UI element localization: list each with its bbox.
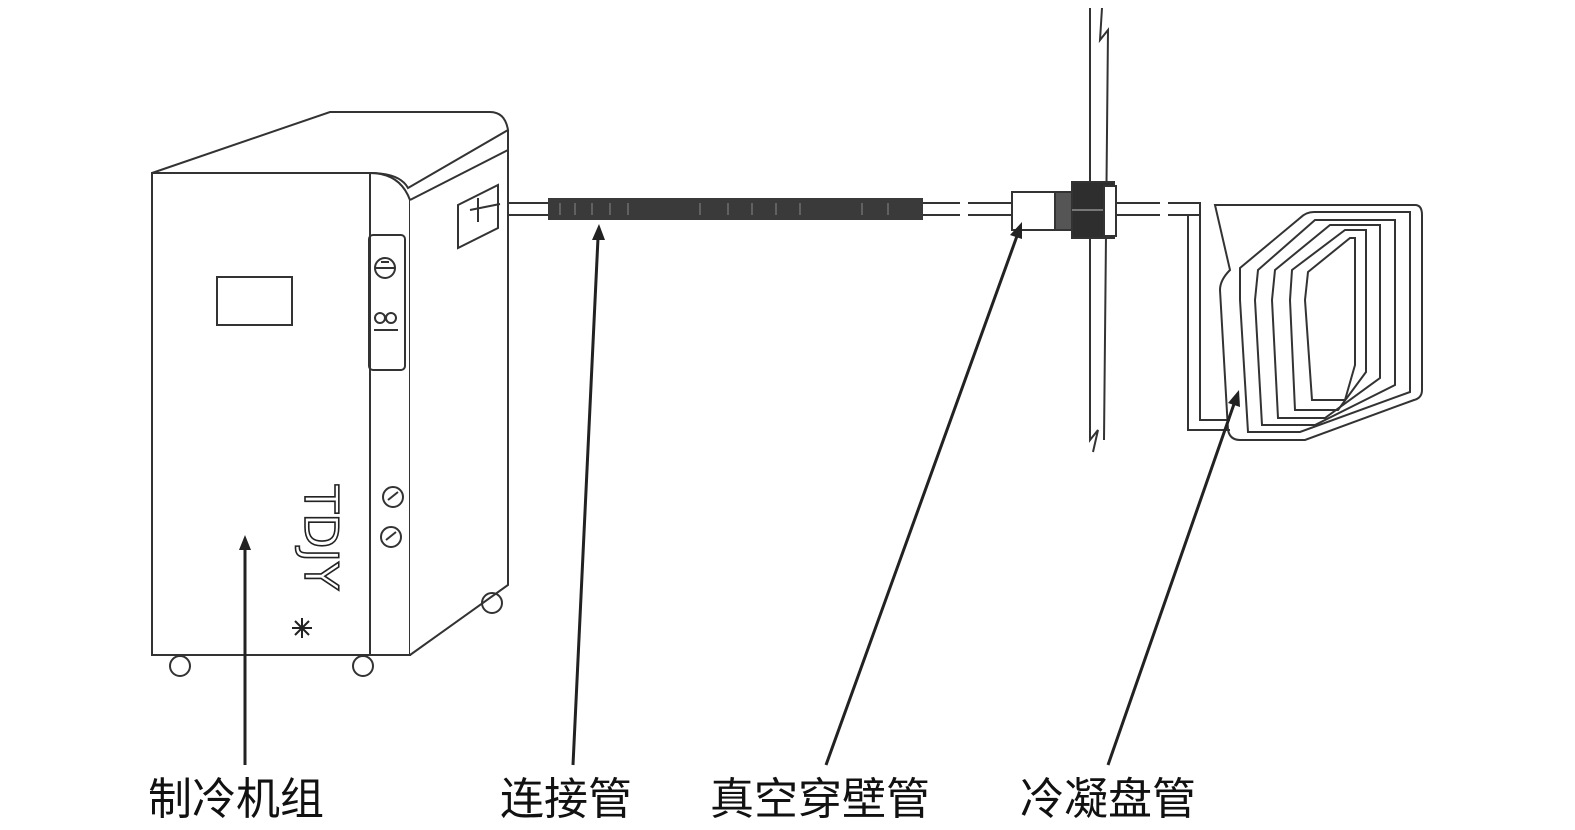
pressure-gauge-1 bbox=[382, 486, 404, 508]
arrow-condensing-coil bbox=[1106, 390, 1240, 766]
outlet-port bbox=[457, 183, 499, 250]
label-connecting-pipe: 连接管 bbox=[500, 774, 632, 825]
connecting-pipe bbox=[508, 198, 1012, 220]
cabinet-front bbox=[151, 172, 371, 656]
cabinet-right-panel bbox=[409, 148, 509, 656]
insulated-pipe-section bbox=[548, 198, 923, 220]
label-refrigeration-unit: 制冷机组 bbox=[148, 774, 324, 825]
wheel-front-left bbox=[169, 655, 191, 677]
arrow-vacuum-wall-pipe bbox=[824, 222, 1022, 766]
wall-pipe-sleeve bbox=[1011, 191, 1058, 231]
wheel-back-right bbox=[481, 592, 503, 614]
label-condensing-coil: 冷凝盘管 bbox=[1020, 774, 1196, 825]
vacuum-wall-pipe bbox=[1011, 181, 1200, 239]
refrigeration-unit bbox=[151, 111, 510, 677]
indicator-light-2 bbox=[385, 312, 397, 324]
arrow-refrigeration-unit bbox=[239, 535, 251, 765]
condensing-coil bbox=[1175, 202, 1423, 441]
pressure-gauge-2 bbox=[380, 526, 402, 548]
control-panel bbox=[368, 234, 406, 371]
unit-brand-text: TDJY bbox=[294, 484, 348, 591]
arrow-connecting-pipe bbox=[571, 224, 605, 766]
label-vacuum-wall-pipe: 真空穿壁管 bbox=[710, 774, 930, 825]
power-switch-icon bbox=[374, 257, 396, 279]
leader-arrows bbox=[239, 222, 1240, 766]
wheel-front-right bbox=[352, 655, 374, 677]
display-window bbox=[216, 276, 293, 326]
snowflake-icon bbox=[292, 618, 312, 638]
wall-pipe-nut bbox=[1103, 185, 1117, 237]
